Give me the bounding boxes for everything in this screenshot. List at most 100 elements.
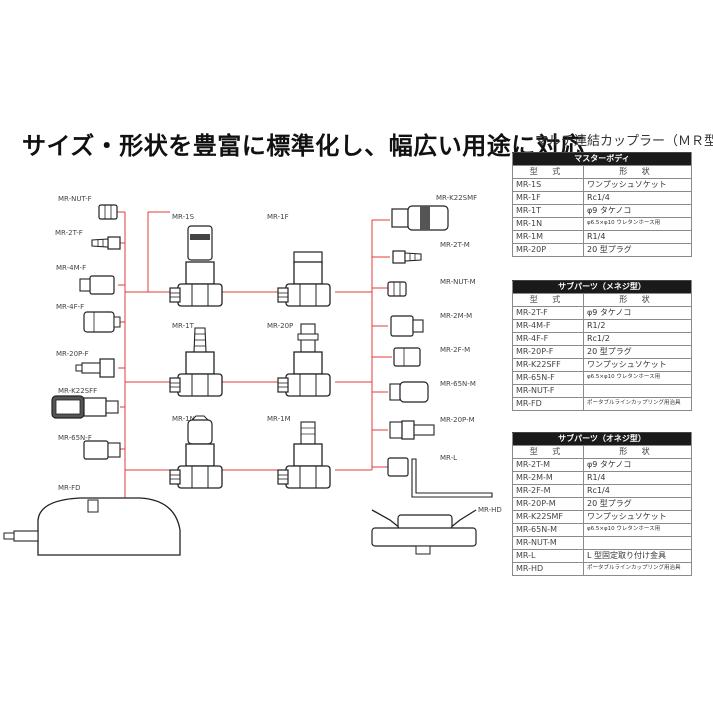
model-cell: MR-1T [512,204,584,218]
name-cell: R1/2 [583,319,692,333]
connector-lines-right [371,219,392,470]
label-mr-1s: MR-1S [172,213,195,221]
model-cell: MR-L [512,549,584,563]
model-cell: MR-HD [512,562,584,576]
part-mr-k22smf [391,205,449,231]
part-mr-hd [371,509,477,555]
part-mr-1s [169,225,223,307]
label-mr-65n-f: MR-65N-F [58,434,92,442]
name-cell: 20 型プラグ [583,243,692,257]
part-mr-nut-m [387,281,407,297]
part-mr-65n-m [389,381,429,403]
label-mr-2m-m: MR-2M-M [440,312,472,320]
model-cell: MR-20P [512,243,584,257]
part-mr-2f-m [393,347,421,367]
name-cell [583,536,692,550]
name-cell: φ9 タケノコ [583,458,692,472]
label-mr-2f-m: MR-2F-M [440,346,470,354]
label-mr-65n-m: MR-65N-M [440,380,476,388]
label-mr-nut-m: MR-NUT-M [440,278,476,286]
label-mr-fd: MR-FD [58,484,81,492]
name-cell: 20 型プラグ [583,497,692,511]
model-cell: MR-1F [512,191,584,205]
name-cell: R1/4 [583,471,692,485]
name-cell: ポータブルラインカップリング用治具 [583,562,692,576]
column-header-name: 形 状 [583,445,692,459]
part-mr-20p [277,323,331,397]
model-cell: MR-1N [512,217,584,231]
part-mr-2t-f [91,236,121,250]
model-cell: MR-2F-M [512,484,584,498]
name-cell: φ6.5×φ10 ウレタンホース用 [583,371,692,385]
model-cell: MR-K22SFF [512,358,584,372]
part-mr-1f [277,251,331,307]
name-cell: φ6.5×φ10 ウレタンホース用 [583,217,692,231]
label-mr-1m: MR-1M [267,415,291,423]
section-title: マスターボディ [512,152,692,166]
part-mr-20p-m [389,420,435,440]
model-cell: MR-4F-F [512,332,584,346]
model-cell: MR-2T-M [512,458,584,472]
model-cell: MR-1M [512,230,584,244]
name-cell [583,384,692,398]
part-mr-l [387,457,493,498]
part-mr-4f-f [83,311,121,333]
model-cell: MR-65N-F [512,371,584,385]
model-cell: MR-NUT-M [512,536,584,550]
label-mr-k22smf: MR-K22SMF [436,194,477,202]
model-cell: MR-NUT-F [512,384,584,398]
name-cell: R1/4 [583,230,692,244]
section-title: サブパーツ（メネジ型） [512,280,692,294]
part-mr-65n-f [83,440,121,460]
label-mr-k22sff: MR-K22SFF [58,387,97,395]
label-mr-hd: MR-HD [478,506,502,514]
part-mr-4m-f [79,275,115,295]
model-cell: MR-2T-F [512,306,584,320]
part-mr-20p-f [75,358,115,378]
part-mr-1m [277,421,331,489]
name-cell: ポータブルラインカップリング用治具 [583,397,692,411]
column-header-model: 型 式 [512,293,584,307]
label-mr-2t-m: MR-2T-M [440,241,470,249]
column-header-model: 型 式 [512,165,584,179]
part-mr-fd [3,497,181,556]
model-cell: MR-20P-F [512,345,584,359]
part-mr-nut-f [98,204,118,220]
model-cell: MR-65N-M [512,523,584,537]
model-cell: MR-4M-F [512,319,584,333]
section-title: サブパーツ（オネジ型） [512,432,692,446]
name-cell: φ6.5×φ10 ウレタンホース用 [583,523,692,537]
part-mr-2t-m [392,250,422,264]
label-mr-nut-f: MR-NUT-F [58,195,92,203]
label-mr-1f: MR-1F [267,213,289,221]
label-mr-4f-f: MR-4F-F [56,303,84,311]
label-mr-1t: MR-1T [172,322,195,330]
name-cell: Rc1/4 [583,191,692,205]
label-mr-20p: MR-20P [267,322,293,330]
name-cell: ワンプッシュソケット [583,510,692,524]
model-cell: MR-K22SMF [512,510,584,524]
label-mr-1n: MR-1N [172,415,195,423]
column-header-name: 形 状 [583,293,692,307]
table-caption: マルチ連結カップラー（ＭＲ型） [535,134,713,149]
model-cell: MR-1S [512,178,584,192]
name-cell: 20 型プラグ [583,345,692,359]
label-mr-4m-f: MR-4M-F [56,264,86,272]
